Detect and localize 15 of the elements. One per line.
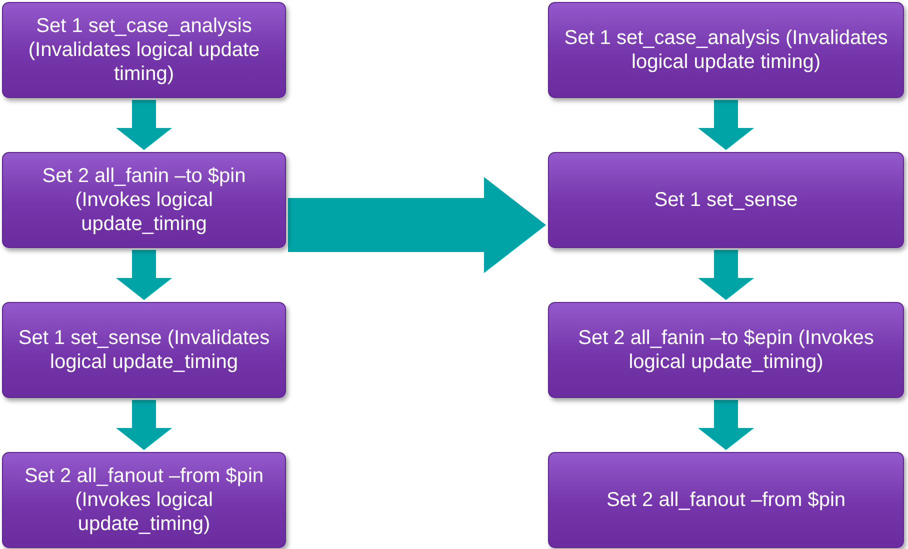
block-arrow <box>116 250 172 300</box>
process-box: Set 1 set_sense <box>548 152 904 248</box>
process-box: Set 2 all_fanout –from $pin (Invokes logical update_timing) <box>2 452 286 548</box>
block-arrow <box>116 100 172 150</box>
process-box: Set 2 all_fanin –to $pin (Invokes logical update_timing <box>2 152 286 248</box>
process-box: Set 2 all_fanout –from $pin <box>548 452 904 548</box>
block-arrow <box>288 177 546 273</box>
process-box: Set 1 set_sense (Invalidates logical update_timing <box>2 302 286 398</box>
block-arrow <box>698 100 754 150</box>
block-arrow <box>698 400 754 450</box>
process-box: Set 1 set_case_analysis (Invalidates logical update timing) <box>548 2 904 98</box>
process-box: Set 2 all_fanin –to $epin (Invokes logical update_timing) <box>548 302 904 398</box>
process-box: Set 1 set_case_analysis (Invalidates logical update timing) <box>2 2 286 98</box>
block-arrow <box>698 250 754 300</box>
block-arrow <box>116 400 172 450</box>
